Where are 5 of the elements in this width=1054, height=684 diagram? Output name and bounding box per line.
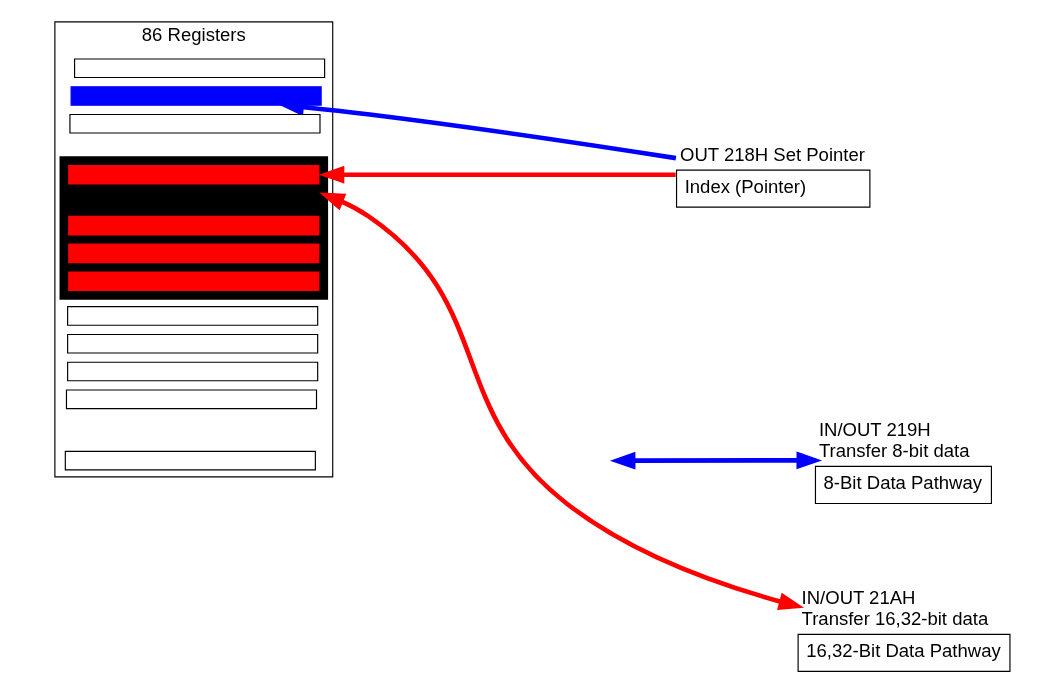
node-label: IN/OUT 21AH — [801, 586, 915, 608]
node-label: Transfer 8-bit data — [818, 439, 970, 461]
node-label: IN/OUT 219H — [818, 419, 931, 441]
node-label: Transfer 16,32-bit data — [801, 607, 988, 629]
node-label: OUT 218H Set Pointer — [679, 143, 865, 165]
